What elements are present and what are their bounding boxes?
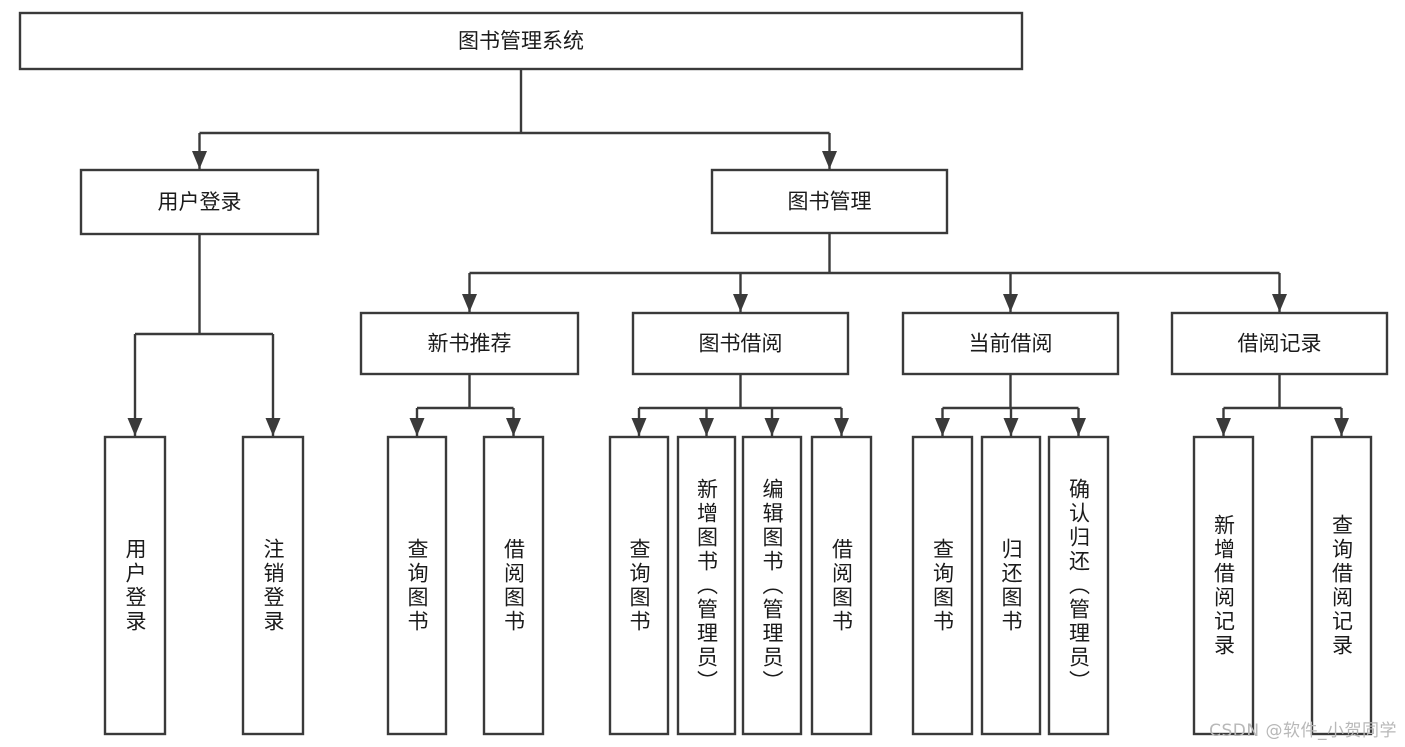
node-root[interactable]: 图书管理系统: [18, 11, 1024, 71]
node-label-n_borrow: 图书借阅: [699, 332, 783, 356]
node-l_cb_query[interactable]: [911, 435, 974, 736]
node-box-l_nr_query[interactable]: [386, 435, 448, 736]
node-box-l_bw_edit[interactable]: [741, 435, 803, 736]
arrow-head-icon: [1071, 418, 1086, 436]
node-label-n_login: 用户登录: [158, 190, 242, 214]
node-box-l_rc_query[interactable]: [1310, 435, 1373, 736]
node-l_cb_confirm[interactable]: [1047, 435, 1110, 736]
arrow-head-icon: [631, 418, 647, 436]
node-box-l_rc_add[interactable]: [1192, 435, 1255, 736]
edge-group-n_records: [1216, 374, 1349, 436]
arrow-head-icon: [265, 418, 281, 436]
arrow-head-icon: [935, 418, 950, 436]
edge-group-n_bookmg: [462, 233, 1287, 312]
arrow-head-icon: [764, 418, 780, 436]
node-l_cb_return[interactable]: [980, 435, 1042, 736]
node-l_bw_query[interactable]: [608, 435, 670, 736]
node-n_login[interactable]: 用户登录: [79, 168, 320, 236]
watermark-text: CSDN @软件_小贺同学: [1209, 721, 1397, 741]
node-label-n_records: 借阅记录: [1238, 332, 1322, 356]
arrow-head-icon: [733, 294, 748, 312]
arrow-head-icon: [127, 418, 143, 436]
arrow-head-icon: [462, 294, 477, 312]
connector-layer: [127, 69, 1349, 436]
node-box-root[interactable]: [18, 11, 1024, 71]
arrow-head-icon: [1216, 418, 1231, 436]
node-box-l_bw_query[interactable]: [608, 435, 670, 736]
node-box-n_records[interactable]: [1170, 311, 1389, 376]
node-label-n_current: 当前借阅: [969, 332, 1053, 356]
node-l_bw_edit[interactable]: [741, 435, 803, 736]
node-box-n_borrow[interactable]: [631, 311, 850, 376]
node-box-l_cb_query[interactable]: [911, 435, 974, 736]
node-n_bookmg[interactable]: 图书管理: [710, 168, 949, 235]
node-n_current[interactable]: 当前借阅: [901, 311, 1120, 376]
node-n_newrec[interactable]: 新书推荐: [359, 311, 580, 376]
node-n_borrow[interactable]: 图书借阅: [631, 311, 850, 376]
arrow-head-icon: [506, 418, 521, 436]
node-box-l_bw_borrow[interactable]: [810, 435, 873, 736]
node-label-n_bookmg: 图书管理: [788, 190, 872, 214]
arrow-head-icon: [822, 151, 837, 169]
arrow-head-icon: [1272, 294, 1287, 312]
node-box-l_bw_add[interactable]: [676, 435, 737, 736]
node-box-l_cb_confirm[interactable]: [1047, 435, 1110, 736]
arrow-head-icon: [192, 151, 207, 169]
node-box-n_current[interactable]: [901, 311, 1120, 376]
arrow-head-icon: [409, 418, 425, 436]
edge-group-n_login: [127, 234, 281, 436]
node-l_nr_query[interactable]: [386, 435, 448, 736]
arrow-head-icon: [1003, 418, 1019, 436]
node-l_rc_query[interactable]: [1310, 435, 1373, 736]
node-l_user_logout[interactable]: [241, 435, 305, 736]
node-box-l_cb_return[interactable]: [980, 435, 1042, 736]
arrow-head-icon: [1334, 418, 1349, 436]
edge-group-n_newrec: [409, 374, 521, 436]
node-l_rc_add[interactable]: [1192, 435, 1255, 736]
node-box-l_user_login[interactable]: [103, 435, 167, 736]
arrow-head-icon: [834, 418, 849, 436]
arrow-head-icon: [1003, 294, 1018, 312]
node-l_user_login[interactable]: [103, 435, 167, 736]
edge-group-root: [192, 69, 837, 169]
node-box-n_newrec[interactable]: [359, 311, 580, 376]
node-box-l_user_logout[interactable]: [241, 435, 305, 736]
node-box-l_nr_borrow[interactable]: [482, 435, 545, 736]
node-label-n_newrec: 新书推荐: [428, 332, 512, 356]
node-n_records[interactable]: 借阅记录: [1170, 311, 1389, 376]
edge-group-n_current: [935, 374, 1086, 436]
node-l_nr_borrow[interactable]: [482, 435, 545, 736]
node-box-n_bookmg[interactable]: [710, 168, 949, 235]
edge-group-n_borrow: [631, 374, 849, 436]
arrow-head-icon: [699, 418, 714, 436]
node-box-n_login[interactable]: [79, 168, 320, 236]
node-l_bw_borrow[interactable]: [810, 435, 873, 736]
node-l_bw_add[interactable]: [676, 435, 737, 736]
node-label-root: 图书管理系统: [458, 29, 584, 53]
